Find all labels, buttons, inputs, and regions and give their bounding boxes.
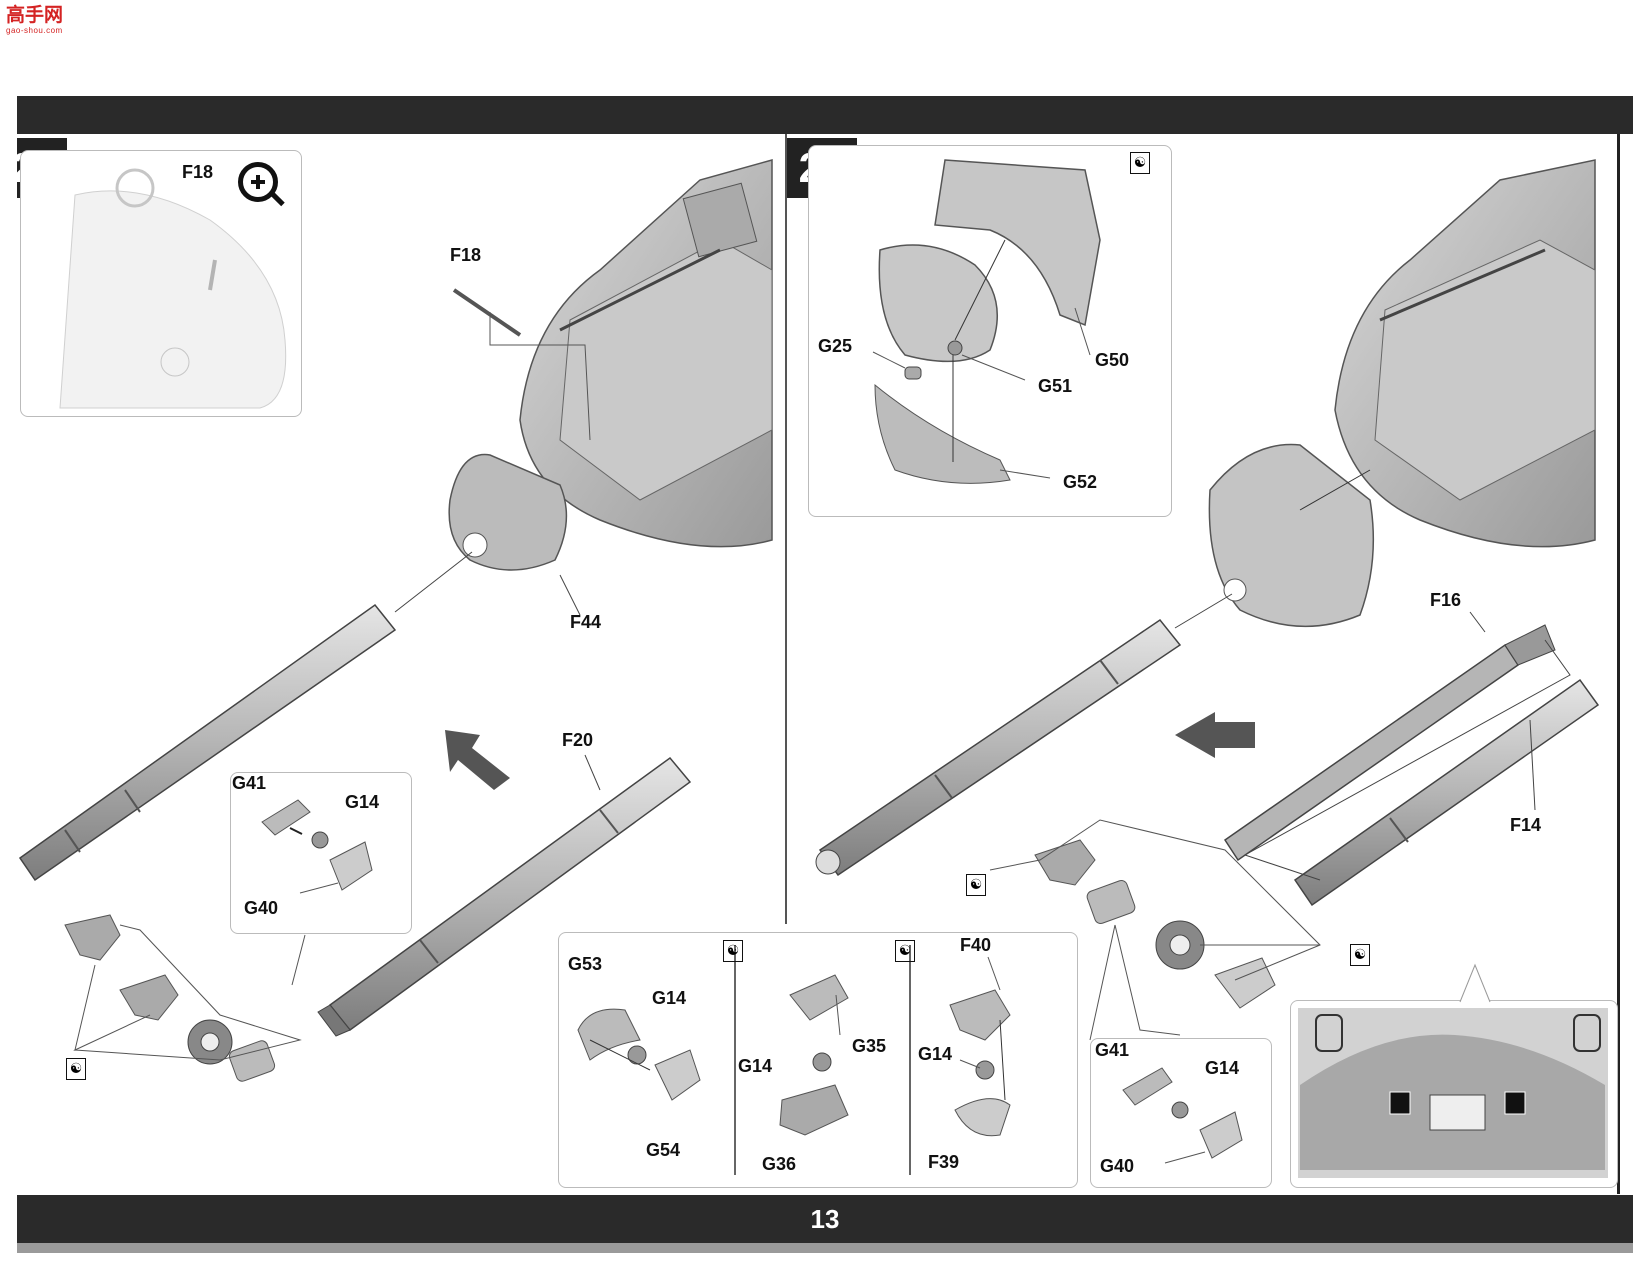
glue-icon: ☯ — [723, 940, 743, 962]
label-f44: F44 — [570, 612, 602, 632]
f16-barrel — [1223, 624, 1556, 862]
label-f40: F40 — [960, 935, 992, 955]
step-23-g41-parts — [261, 799, 373, 891]
f14-barrel — [1293, 678, 1600, 907]
bottom-bar-shadow — [17, 1243, 1633, 1253]
step-24-mantlet — [1208, 443, 1375, 628]
label-f39: F39 — [928, 1152, 960, 1172]
label-g40: G40 — [244, 898, 279, 918]
label-f14: F14 — [1510, 815, 1542, 835]
step-23-barrel — [18, 603, 397, 882]
label-f16: F16 — [1430, 590, 1462, 610]
label-g14-step24: G14 — [1205, 1058, 1240, 1078]
label-g36: G36 — [762, 1154, 797, 1174]
bottom-bar — [17, 1195, 1633, 1243]
label-g51: G51 — [1038, 376, 1073, 396]
step-24-turret — [1334, 159, 1596, 548]
photo-detail-content — [1298, 1008, 1608, 1178]
right-edge-strip — [1617, 134, 1636, 1194]
glue-icon: ☯ — [1350, 944, 1370, 966]
watermark-domain: gao-shou.com — [6, 26, 63, 35]
subassembly-parts — [577, 974, 1011, 1137]
f44-mantlet — [448, 453, 568, 571]
panel-divider — [785, 134, 787, 924]
label-g40-step24: G40 — [1100, 1156, 1135, 1176]
zoom-detail-sketch — [59, 168, 287, 409]
label-g14-a: G14 — [652, 988, 687, 1008]
step-23-g41-detail — [230, 772, 412, 934]
label-g14: G14 — [345, 792, 380, 812]
page-number: 13 — [810, 1204, 840, 1234]
label-f18-detail: F18 — [182, 162, 214, 182]
step-23-turret — [519, 159, 773, 548]
glue-icon: ☯ — [895, 940, 915, 962]
step-24-detail-parts — [872, 159, 1101, 484]
step-24-barrel — [815, 618, 1182, 877]
label-g53: G53 — [568, 954, 603, 974]
step-23-direction-arrow — [445, 730, 510, 790]
top-bar — [17, 96, 1633, 134]
f18-rod — [452, 288, 522, 337]
label-g14-c: G14 — [918, 1044, 953, 1064]
label-g35: G35 — [852, 1036, 887, 1056]
label-g54: G54 — [646, 1140, 681, 1160]
step-24-g41-detail — [1090, 1038, 1272, 1188]
glue-icon: ☯ — [66, 1058, 86, 1080]
label-g41: G41 — [232, 773, 267, 793]
label-g14-b: G14 — [738, 1056, 773, 1076]
step-23-small-parts — [64, 914, 306, 1082]
step-24-g41-parts — [1122, 1067, 1243, 1159]
watermark-brand: 高手网 — [6, 5, 64, 26]
label-g52: G52 — [1063, 472, 1098, 492]
glue-icon: ☯ — [966, 874, 986, 896]
f20-barrel — [317, 756, 692, 1037]
label-f18: F18 — [450, 245, 482, 265]
watermark-logo: 高手网 gao-shou.com — [6, 6, 76, 40]
step-24-direction-arrow — [1175, 712, 1255, 758]
label-g25: G25 — [818, 336, 853, 356]
step-24-small-parts — [989, 819, 1321, 1041]
label-g50: G50 — [1095, 350, 1130, 370]
label-g41-step24: G41 — [1095, 1040, 1130, 1060]
label-f20: F20 — [562, 730, 594, 750]
glue-icon: ☯ — [1130, 152, 1150, 174]
zoom-in-icon — [238, 162, 285, 207]
